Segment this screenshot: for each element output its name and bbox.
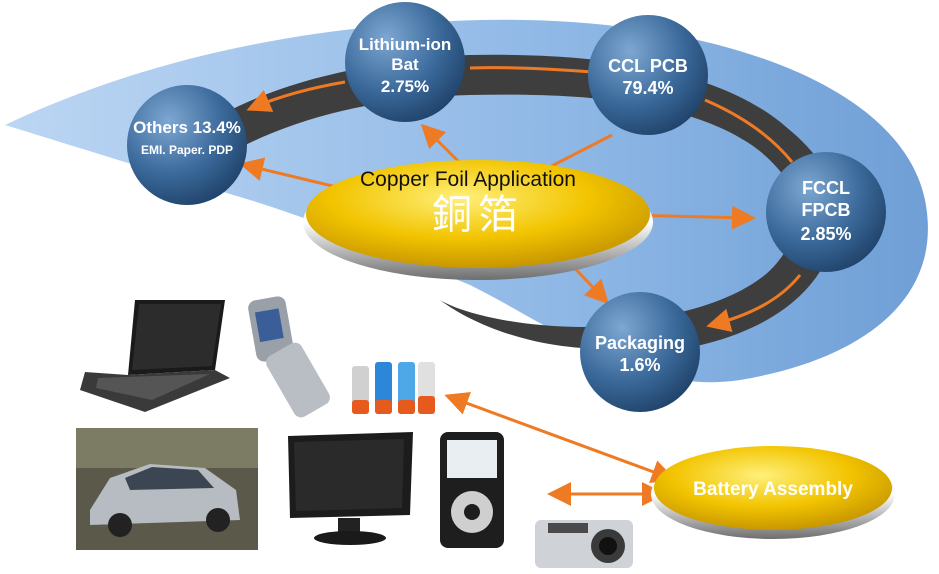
node-fccl-line3: 2.85% (800, 224, 851, 244)
digital-camera-image (535, 520, 633, 568)
ring-arrow-ccl-to-fccl (704, 98, 794, 163)
center-title: Copper Foil Application (360, 168, 576, 191)
node-others-line2: EMI. Paper. PDP (141, 143, 233, 157)
node-lithium-line1: Lithium-ion (359, 35, 452, 54)
node-lithium: Lithium-ion Bat 2.75% (345, 2, 465, 122)
node-packaging-line1: Packaging (595, 333, 685, 353)
ring-arrow-ccl-to-lithium (469, 66, 593, 74)
node-ccl-line2: 79.4% (622, 78, 673, 98)
center-cjk-label: 銅箔 (432, 192, 524, 238)
node-packaging: Packaging 1.6% (580, 292, 700, 412)
ring-right-band (650, 160, 836, 352)
node-ccl-line1: CCL PCB (608, 56, 688, 76)
mp3-player-image (440, 432, 504, 548)
aa-batteries-image (346, 356, 438, 418)
node-others: Others 13.4% EMI. Paper. PDP (127, 85, 247, 205)
node-fccl-line2: FPCB (802, 200, 851, 220)
sedan-car-image (76, 428, 258, 550)
battery-assembly-label: Battery Assembly (693, 479, 853, 500)
lcd-monitor-image (284, 432, 416, 550)
ring-arrow-fccl-to-packaging (706, 274, 802, 333)
flip-phone-image (248, 294, 338, 418)
node-lithium-line2: Bat (391, 55, 419, 74)
node-packaging-line2: 1.6% (619, 355, 660, 375)
node-ccl: CCL PCB 79.4% (588, 15, 708, 135)
laptop-image (80, 294, 235, 414)
battery-arrow-to-batteries (444, 391, 676, 484)
ring-arrow-to-others (246, 80, 346, 112)
node-fccl: FCCL FPCB 2.85% (766, 152, 886, 272)
center-disc: Copper Foil Application 銅箔 (303, 160, 653, 280)
node-lithium-line3: 2.75% (381, 77, 429, 96)
battery-assembly-disc: Battery Assembly (651, 446, 895, 539)
node-fccl-line1: FCCL (802, 178, 850, 198)
node-others-line1: Others 13.4% (133, 118, 241, 137)
